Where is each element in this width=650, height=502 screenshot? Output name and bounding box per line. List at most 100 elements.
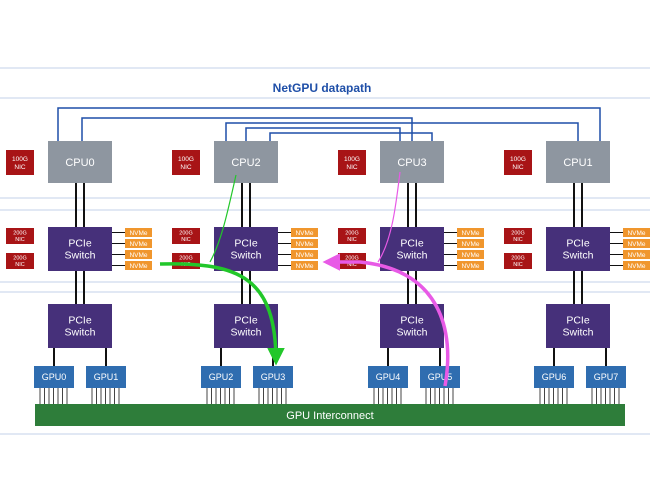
gpu-label: GPU0 [42,372,67,382]
gpu-label: GPU3 [261,372,286,382]
nvme-label: NVMe [295,241,313,248]
nvme-label: NVMe [627,252,645,259]
gpu-label: GPU2 [209,372,234,382]
cpu-link [57,107,601,141]
nic-200g-box [338,228,366,244]
nic-100g-box [338,150,366,175]
cpu-label: CPU1 [563,157,592,169]
pcie-switch-box [380,304,444,348]
nvme-label: NVMe [295,230,313,237]
pcie-switch-box [214,227,278,271]
green-datapath-arrow [159,262,285,366]
gpu-box [201,366,241,388]
nvme-label: NVMe [461,263,479,270]
cpu-label: CPU0 [65,157,94,169]
nvme-box [125,239,152,248]
gpu-label: GPU7 [594,372,619,382]
gpu-label: GPU1 [94,372,119,382]
nvme-box [623,228,650,237]
gpu-label: GPU4 [376,372,401,382]
nvme-box [125,228,152,237]
pcie-switch-box [48,227,112,271]
nic-200g-box [6,228,34,244]
nvme-box [623,250,650,259]
pcie-switch-box [48,304,112,348]
cpu-box [380,141,444,183]
nic-200g-box [504,253,532,269]
gpu-label: GPU6 [542,372,567,382]
nvme-label: NVMe [461,230,479,237]
nvme-box [623,239,650,248]
diagram-title: NetGPU datapath [273,81,372,95]
nvme-label: NVMe [461,241,479,248]
cpu-label: CPU3 [397,157,426,169]
nic-100g-box [172,150,200,175]
nvme-box [291,228,318,237]
nvme-box [623,261,650,270]
nvme-label: NVMe [295,252,313,259]
nvme-label: NVMe [627,230,645,237]
nic-100g-box [504,150,532,175]
cpu-box [546,141,610,183]
cpu-label: CPU2 [231,157,260,169]
cpu-link [81,117,413,141]
gpu-box [34,366,74,388]
nvme-label: NVMe [627,263,645,270]
nvme-box [125,261,152,270]
nic-100g-box [6,150,34,175]
nvme-box [457,228,484,237]
nvme-label: NVMe [129,263,147,270]
nic-200g-box [172,228,200,244]
pcie-switch-box [546,227,610,271]
nvme-box [125,250,152,259]
gpu-interconnect-bar [35,404,625,426]
cpu-link [225,122,579,141]
pcie-switch-box [214,304,278,348]
nvme-label: NVMe [627,241,645,248]
nvme-label: NVMe [129,252,147,259]
nvme-label: NVMe [295,263,313,270]
nvme-box [457,239,484,248]
gpu-box [534,366,574,388]
gpu-label: GPU5 [428,372,453,382]
nvme-box [291,250,318,259]
nvme-box [457,250,484,259]
nic-200g-box [504,228,532,244]
nvme-label: NVMe [461,252,479,259]
cpu-box [214,141,278,183]
magenta-datapath-arrow [322,253,450,387]
cpu-link [269,132,433,141]
gpu-box [586,366,626,388]
gpu-interconnect-label: GPU Interconnect [286,410,373,422]
green-path-cpu-segment [209,174,237,263]
nvme-box [291,239,318,248]
nvme-box [457,261,484,270]
gpu-box [253,366,293,388]
nic-200g-box [6,253,34,269]
gpu-box [368,366,408,388]
pcie-switch-box [546,304,610,348]
gpu-box [420,366,460,388]
nvme-box [291,261,318,270]
gpu-box [86,366,126,388]
nvme-label: NVMe [129,241,147,248]
